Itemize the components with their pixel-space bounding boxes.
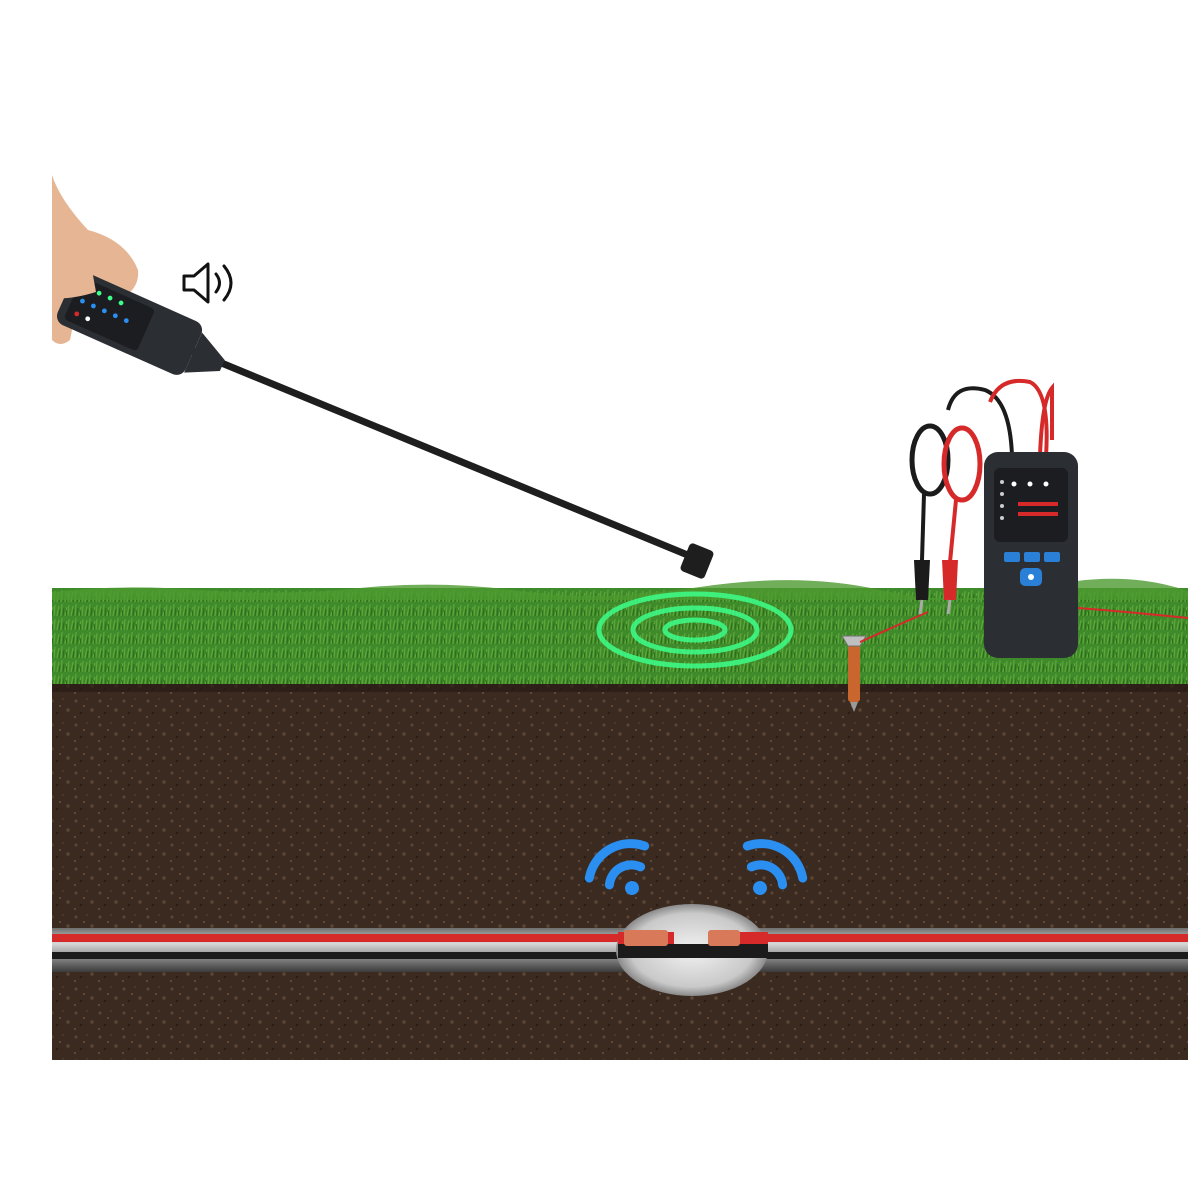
probe-tip — [680, 543, 714, 579]
black-lead-coil — [909, 423, 951, 497]
transmitter-button-1 — [1004, 552, 1020, 562]
transmitter-button-3 — [1044, 552, 1060, 562]
probe-rod — [186, 346, 694, 560]
signal-rings — [596, 591, 794, 669]
red-lead-coil — [941, 425, 983, 503]
black-clip — [914, 560, 930, 600]
receiver-probe — [52, 175, 714, 579]
speaker-sound-icon — [182, 262, 233, 304]
transmitter-button-2 — [1024, 552, 1040, 562]
wifi-signal-icon — [742, 839, 808, 895]
transmitter-unit — [909, 379, 1189, 658]
wifi-signal-icon — [584, 839, 650, 895]
underground-pipe — [52, 904, 1188, 996]
ground-stake — [841, 611, 929, 712]
exposed-copper-right — [708, 930, 740, 946]
exposed-copper-left — [624, 930, 668, 946]
red-clip — [942, 560, 958, 600]
